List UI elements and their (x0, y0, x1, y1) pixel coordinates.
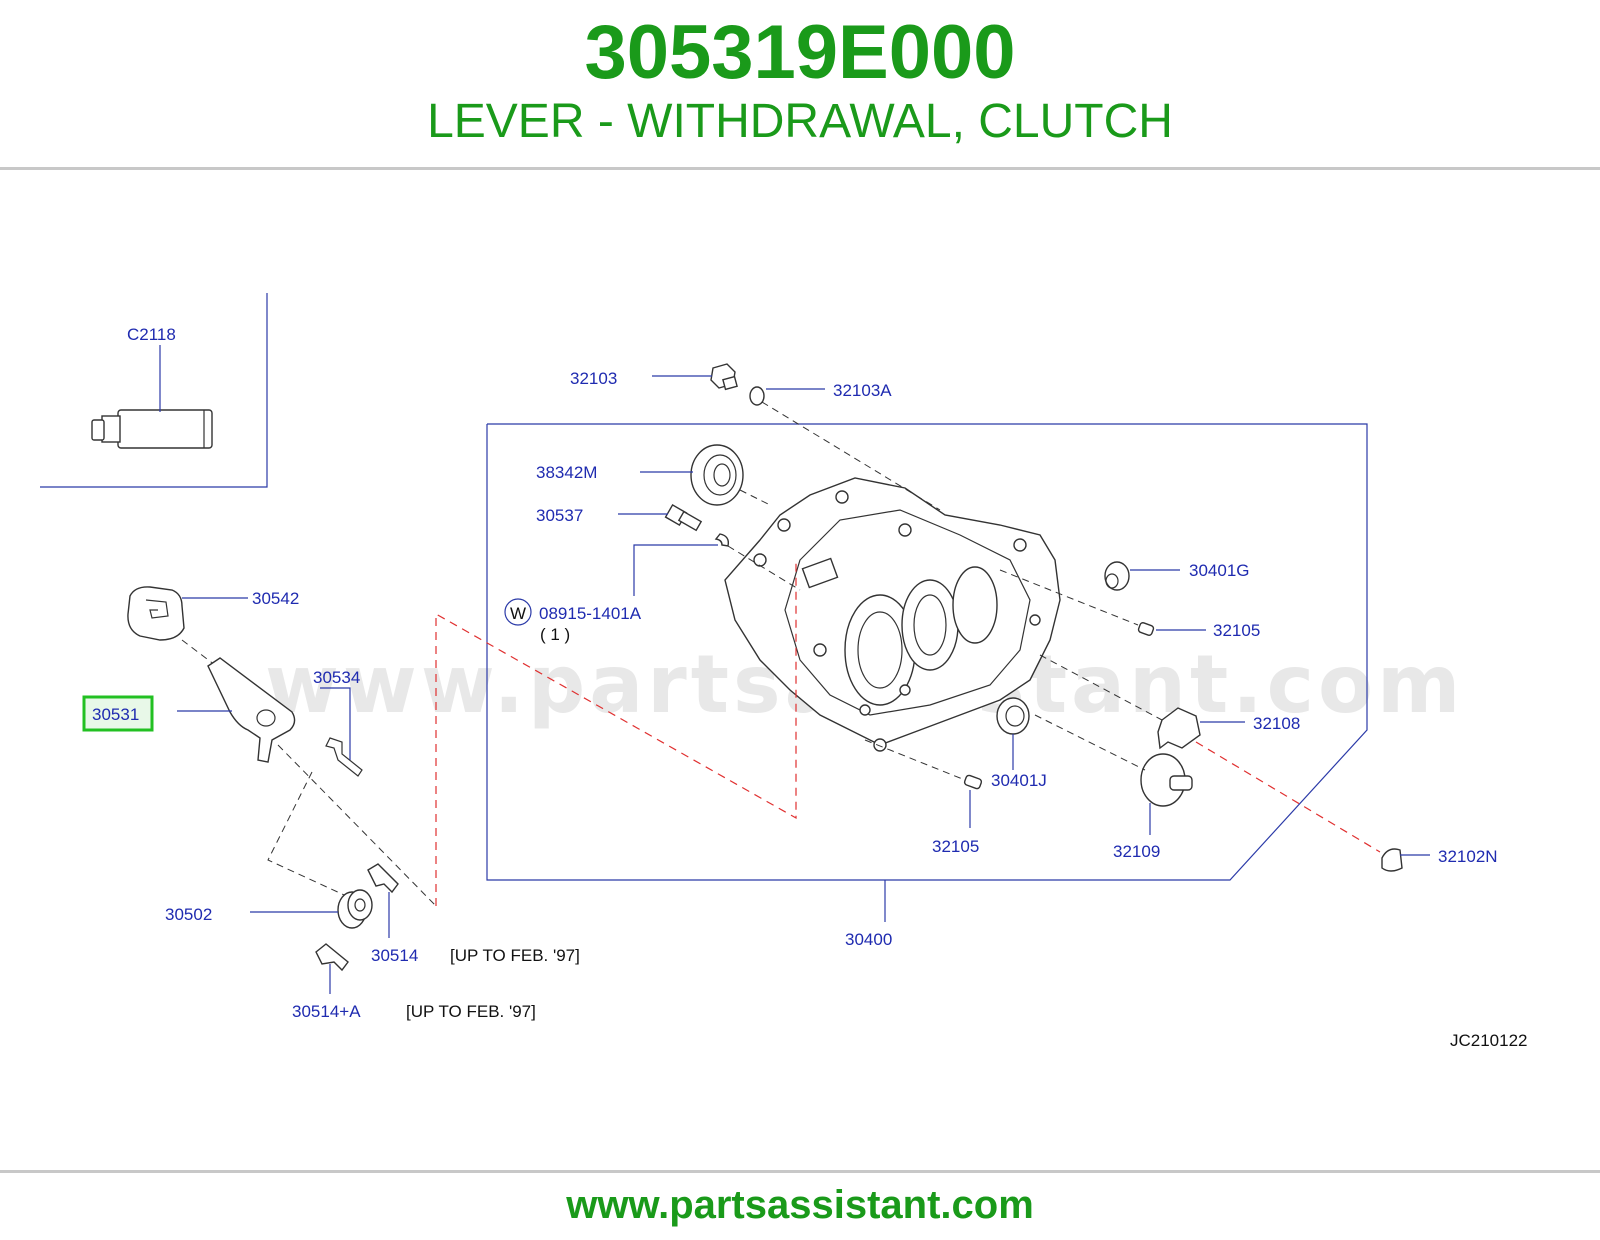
w-symbol-circle (504, 598, 532, 626)
guide-red-zigzag (435, 562, 797, 906)
part-description: LEVER - WITHDRAWAL, CLUTCH (427, 95, 1173, 148)
label-30400[interactable]: 30400 (845, 930, 892, 949)
guide-08915 (727, 545, 801, 591)
label-32105-bottom[interactable]: 32105 (932, 837, 979, 856)
grease-tube-icon (91, 409, 213, 449)
inset-border (40, 293, 268, 488)
guide-32109 (1034, 714, 1146, 771)
plug-32102n-icon (1381, 848, 1403, 872)
footer-url-link[interactable]: www.partsassistant.com (566, 1183, 1034, 1227)
transmission-housing-icon (724, 477, 1061, 752)
guide-32105-right (999, 569, 1139, 626)
note-30514a: [UP TO FEB. '97] (406, 1002, 536, 1021)
clip-30514-icon (367, 863, 399, 894)
guide-30542 (181, 639, 216, 666)
clip-08915-icon (714, 533, 730, 547)
guide-lever-fork (267, 771, 356, 901)
pin-32105-bottom-icon (963, 774, 983, 790)
bracket-32108-icon (1157, 707, 1201, 750)
quantity-08915: ( 1 ) (540, 625, 570, 644)
label-c2118[interactable]: C2118 (127, 325, 176, 344)
label-30531[interactable]: 30531 (92, 705, 139, 724)
plug-30401g-icon (1104, 561, 1130, 591)
withdrawal-lever-30531-icon (207, 657, 296, 763)
guide-32102n (1195, 741, 1381, 853)
guide-lever-clip (277, 744, 437, 907)
footer-divider (0, 1170, 1600, 1173)
washer-32103a-icon (749, 386, 765, 406)
clip-30514a-icon (315, 943, 349, 972)
label-32108[interactable]: 32108 (1253, 714, 1300, 733)
label-30401j[interactable]: 30401J (991, 771, 1047, 790)
oil-seal-38342m-icon (690, 444, 744, 506)
part-number-title: 305319E000 (584, 10, 1016, 95)
leader-30534 (320, 687, 351, 760)
guide-38342m (739, 489, 771, 506)
bolt-32103-icon (710, 363, 738, 391)
leader-08915 (633, 544, 718, 596)
seal-30401j-icon (996, 697, 1030, 735)
label-08915[interactable]: 08915-1401A (539, 604, 642, 623)
highlight-box-30531 (82, 695, 154, 732)
label-32103a[interactable]: 32103A (833, 381, 892, 400)
drawing-code: JC210122 (1450, 1031, 1528, 1050)
note-30514: [UP TO FEB. '97] (450, 946, 580, 965)
header-divider (0, 167, 1600, 170)
label-30534[interactable]: 30534 (313, 668, 360, 687)
label-38342m[interactable]: 38342M (536, 463, 597, 482)
bearing-32109-icon (1140, 753, 1193, 807)
page-header: 305319E000 LEVER - WITHDRAWAL, CLUTCH (0, 0, 1600, 168)
pin-32105-right-icon (1137, 622, 1155, 636)
label-30514a[interactable]: 30514+A (292, 1002, 361, 1021)
guide-32103a (761, 401, 941, 511)
label-32102n[interactable]: 32102N (1438, 847, 1498, 866)
label-32109[interactable]: 32109 (1113, 842, 1160, 861)
w-symbol: W (510, 604, 526, 623)
label-30542[interactable]: 30542 (252, 589, 299, 608)
label-30537[interactable]: 30537 (536, 506, 583, 525)
label-30514[interactable]: 30514 (371, 946, 418, 965)
bleeder-30537-icon (664, 503, 703, 532)
label-32103[interactable]: 32103 (570, 369, 617, 388)
label-30401g[interactable]: 30401G (1189, 561, 1250, 580)
spring-30534-icon (325, 737, 363, 777)
housing-group-border (486, 423, 1368, 881)
guide-32105-bottom (864, 739, 966, 781)
label-32105-right[interactable]: 32105 (1213, 621, 1260, 640)
release-bearing-30502-icon (337, 889, 373, 929)
label-30502[interactable]: 30502 (165, 905, 212, 924)
dust-boot-30542-icon (127, 586, 185, 641)
